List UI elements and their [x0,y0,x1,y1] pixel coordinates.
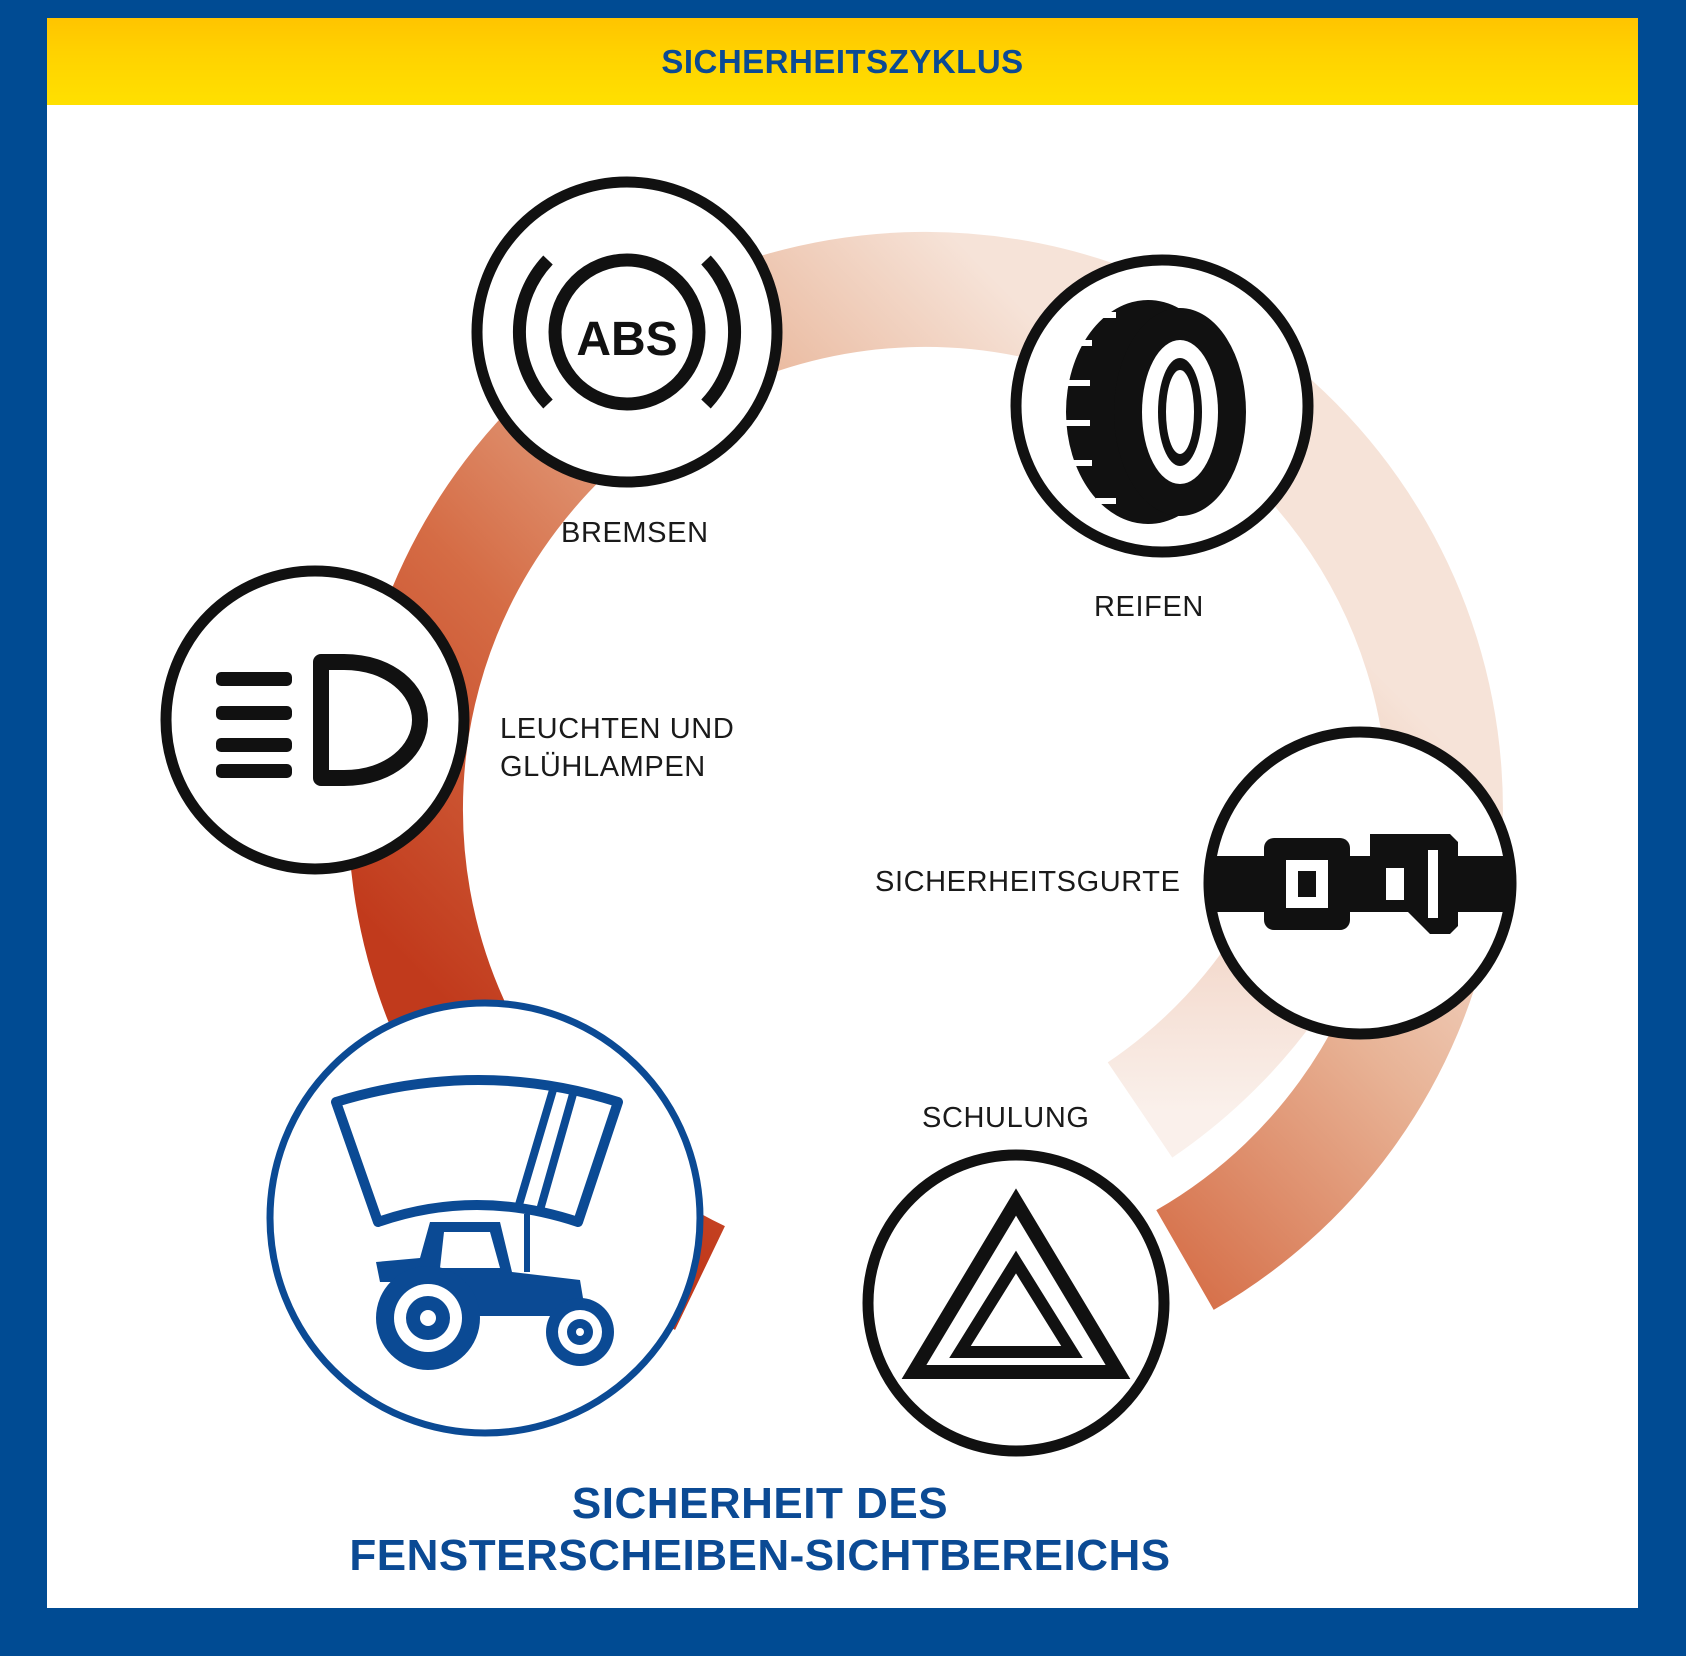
label-reifen: REIFEN [1094,591,1204,623]
label-leuchten: LEUCHTEN UND GLÜHLAMPEN [500,710,734,786]
label-leuchten-line1: LEUCHTEN UND [500,713,735,745]
label-schulung: SCHULUNG [922,1102,1090,1134]
label-leuchten-line2: GLÜHLAMPEN [500,751,706,783]
header-title: SICHERHEITSZYKLUS [661,43,1024,80]
headlight-icon [216,654,428,786]
tire-icon [1064,300,1246,524]
seatbelts-node [1203,726,1517,1040]
windshield-title-line1: SICHERHEIT DES [571,1479,949,1528]
seatbelt-icon [1214,834,1506,934]
tractor-windshield-icon [331,1075,623,1370]
header-bar [47,18,1638,105]
tires-node [1010,254,1314,558]
warning-triangle-icon [901,1188,1131,1379]
svg-text:ABS: ABS [576,313,677,366]
brakes-node: ABS [471,176,783,488]
abs-brake-icon: ABS [513,253,741,411]
label-sicherheitsgurte: SICHERHEITSGURTE [875,866,1181,898]
windshield-node [266,999,704,1437]
label-bremsen: BREMSEN [561,517,709,549]
lights-node [160,565,470,875]
training-node [862,1149,1170,1457]
windshield-safety-title: SICHERHEIT DES FENSTERSCHEIBEN-SICHTBERE… [240,1478,1280,1582]
windshield-title-line2: FENSTERSCHEIBEN-SICHTBEREICHS [349,1531,1171,1580]
